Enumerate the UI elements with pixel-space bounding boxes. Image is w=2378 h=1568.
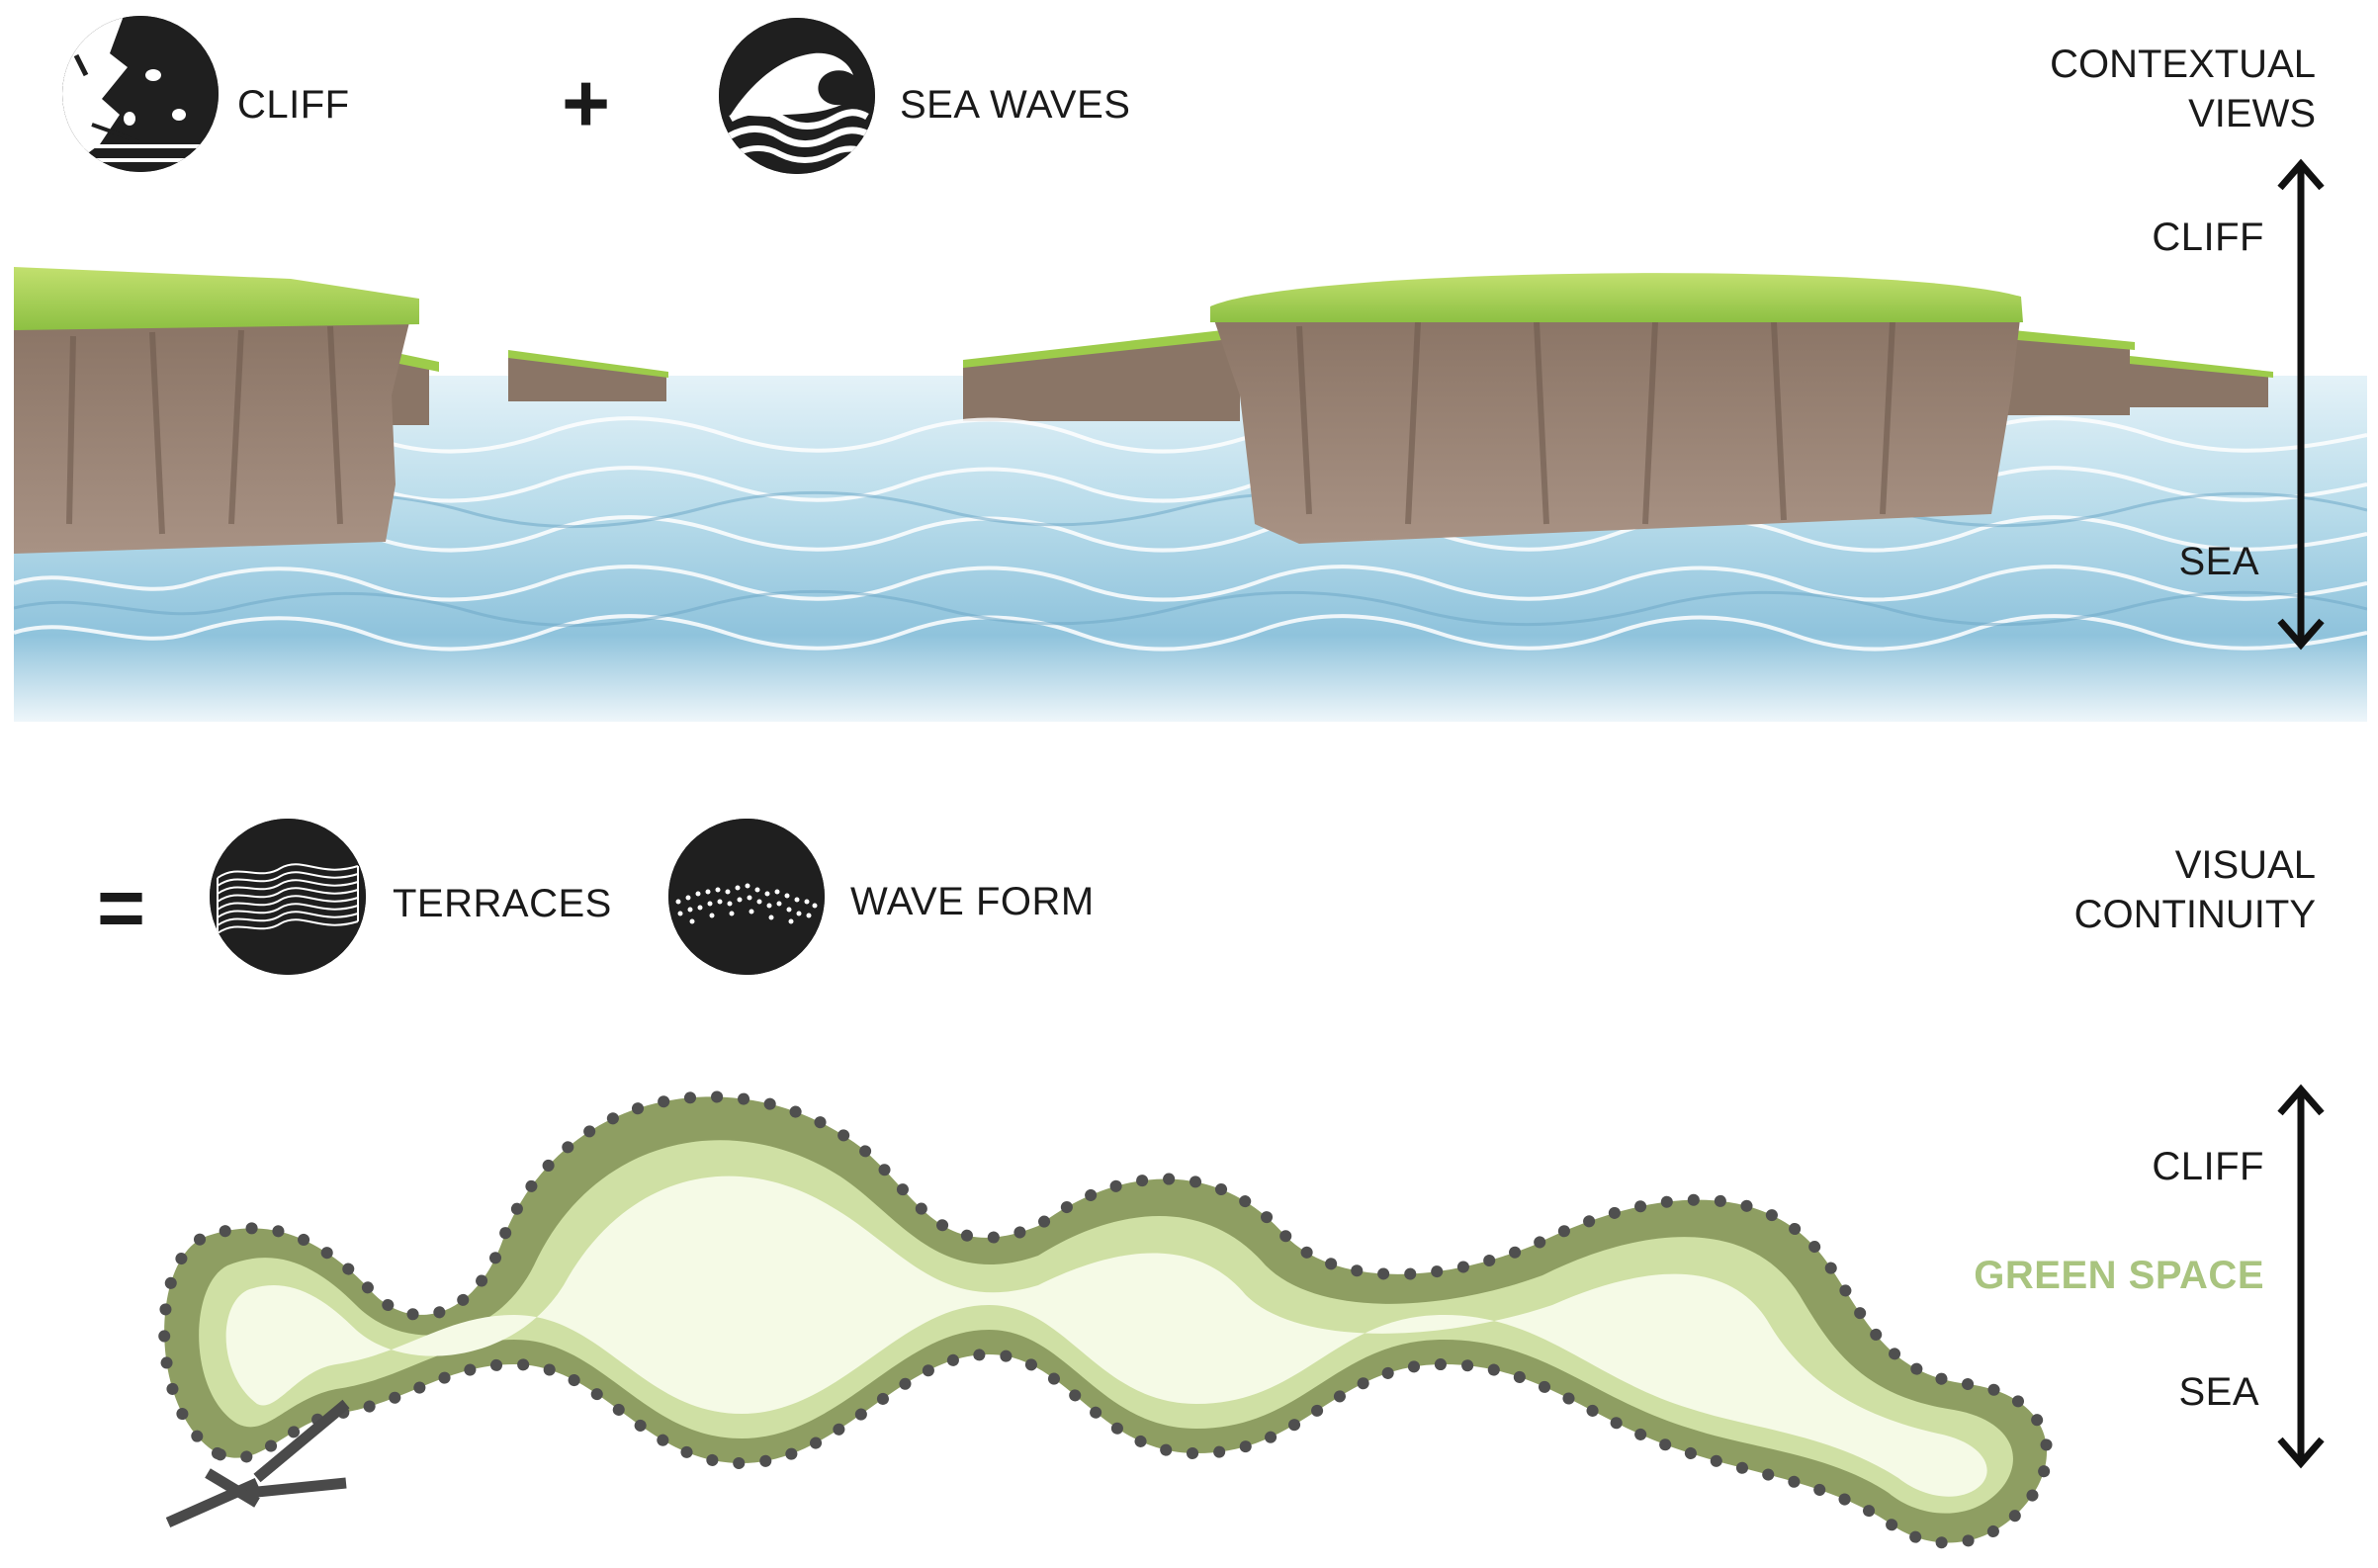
visual-continuity-label: VISUAL CONTINUITY bbox=[2074, 840, 2316, 939]
contextual-views-line-1: CONTEXTUAL bbox=[2050, 43, 2316, 86]
sea-waves-icon bbox=[719, 18, 875, 174]
terraces-icon bbox=[210, 819, 366, 975]
cliff-icon bbox=[62, 16, 219, 172]
plan-axis-arrow bbox=[2276, 1084, 2326, 1469]
green-space-plan bbox=[148, 1068, 2076, 1562]
green-space-label: GREEN SPACE bbox=[1974, 1254, 2264, 1297]
plan-axis-top-label: CLIFF bbox=[2152, 1145, 2264, 1188]
contextual-views-label: CONTEXTUAL VIEWS bbox=[2050, 40, 2316, 138]
contextual-views-line-2: VIEWS bbox=[2188, 92, 2316, 135]
plus-sign: + bbox=[562, 56, 611, 149]
cliff-sea-scene bbox=[14, 227, 2367, 722]
cliff-label: CLIFF bbox=[237, 83, 350, 127]
scene-axis-arrow bbox=[2276, 158, 2326, 651]
wave-form-icon bbox=[668, 819, 825, 975]
terraces-label: TERRACES bbox=[393, 882, 612, 925]
visual-continuity-line-1: VISUAL bbox=[2174, 843, 2316, 887]
plan-axis-bottom-label: SEA bbox=[2178, 1370, 2259, 1414]
scene-axis-bottom-label: SEA bbox=[2178, 540, 2259, 583]
equals-sign: = bbox=[97, 861, 146, 954]
sea-waves-label: SEA WAVES bbox=[900, 83, 1131, 127]
scene-axis-top-label: CLIFF bbox=[2152, 216, 2264, 259]
wave-form-label: WAVE FORM bbox=[850, 880, 1095, 923]
visual-continuity-line-2: CONTINUITY bbox=[2073, 893, 2316, 936]
